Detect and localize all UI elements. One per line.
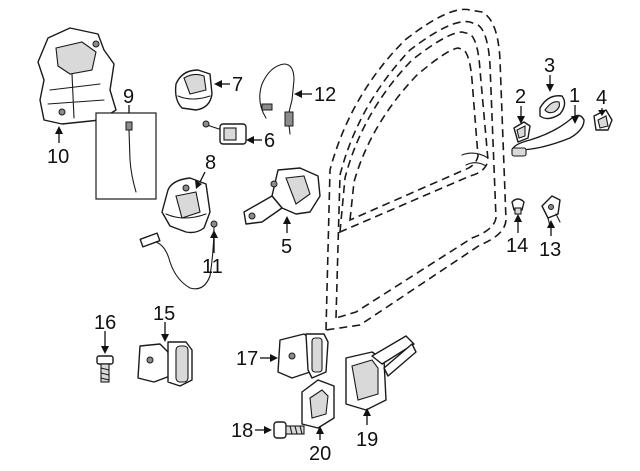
callout-16: 16 [94, 312, 116, 334]
callout-12: 12 [314, 84, 336, 106]
part-1-outside-handle [511, 114, 585, 157]
part-19-door-check [345, 335, 417, 411]
part-14-clip [511, 198, 525, 215]
part-13-bracket [541, 195, 561, 227]
callout-6: 6 [264, 130, 275, 152]
part-6-lock-cylinder [202, 120, 247, 145]
callout-3: 3 [544, 55, 555, 77]
part-18-bolt [273, 421, 305, 439]
callout-7: 7 [232, 74, 243, 96]
callout-11: 11 [202, 256, 223, 278]
part-15-lower-hinge [137, 341, 193, 387]
callout-17: 17 [236, 348, 258, 370]
callout-2: 2 [515, 86, 526, 108]
part-11-release-cable [139, 220, 218, 290]
part-9-lock-rod [95, 112, 157, 200]
callout-19: 19 [356, 429, 378, 451]
callout-9: 9 [123, 86, 134, 108]
callout-18: 18 [231, 420, 253, 442]
callout-13: 13 [539, 239, 561, 261]
part-17-upper-hinge [277, 333, 329, 379]
callout-5: 5 [281, 236, 292, 258]
part-5-door-latch [243, 167, 321, 225]
part-12-cable [259, 63, 295, 135]
callout-labels: 1 2 3 4 5 6 7 8 9 10 11 12 13 14 15 16 1… [47, 55, 607, 465]
part-8-latch-module [161, 177, 211, 234]
callout-14: 14 [506, 235, 528, 257]
part-16-bolt [96, 355, 114, 383]
leader-lines [55, 75, 606, 440]
part-20-stop-block [301, 379, 335, 429]
callout-1: 1 [569, 85, 580, 107]
part-2-handle-base [513, 121, 531, 143]
part-7-lock-housing [174, 69, 213, 111]
callout-10: 10 [47, 146, 69, 168]
front-door-outline [325, 8, 507, 331]
callout-15: 15 [153, 303, 175, 325]
part-10-trim-bracket [37, 27, 117, 125]
callout-4: 4 [596, 87, 607, 109]
callout-20: 20 [309, 443, 331, 465]
callout-8: 8 [205, 152, 216, 174]
part-3-handle-cover [539, 95, 566, 120]
